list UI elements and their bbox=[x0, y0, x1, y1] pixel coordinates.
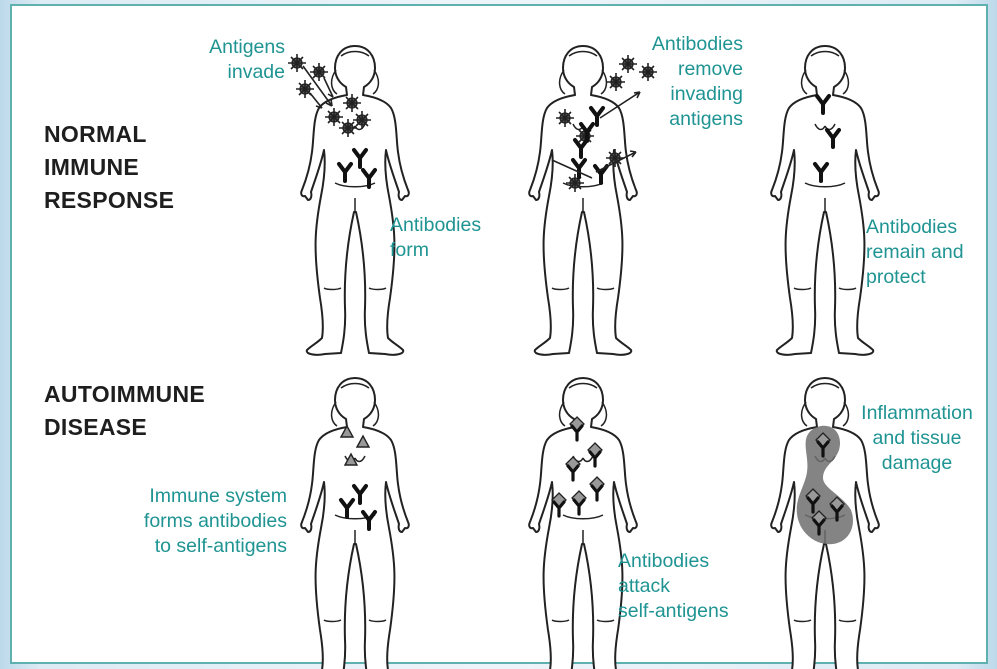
figure-normal-1 bbox=[301, 46, 409, 355]
figure-autoimmune-1 bbox=[301, 378, 409, 669]
caption-antigens-invade: Antigens invade bbox=[170, 35, 285, 85]
caption-antibodies-attack: Antibodies attack self-antigens bbox=[618, 549, 758, 624]
caption-antibodies-remove: Antibodies remove invading antigens bbox=[615, 32, 743, 132]
invading-antigens-outside bbox=[288, 54, 333, 108]
caption-inflammation: Inflammation and tissue damage bbox=[848, 401, 986, 476]
figure-normal-3 bbox=[771, 46, 879, 355]
figure-autoimmune-2 bbox=[529, 378, 637, 669]
caption-antibodies-remain: Antibodies remain and protect bbox=[866, 215, 986, 290]
heading-autoimmune-disease: AUTOIMMUNE DISEASE bbox=[44, 378, 205, 444]
heading-normal-immune-response: NORMAL IMMUNE RESPONSE bbox=[44, 118, 174, 217]
caption-antibodies-form: Antibodies form bbox=[390, 213, 510, 263]
caption-immune-system-forms: Immune system forms antibodies to self-a… bbox=[105, 484, 287, 559]
